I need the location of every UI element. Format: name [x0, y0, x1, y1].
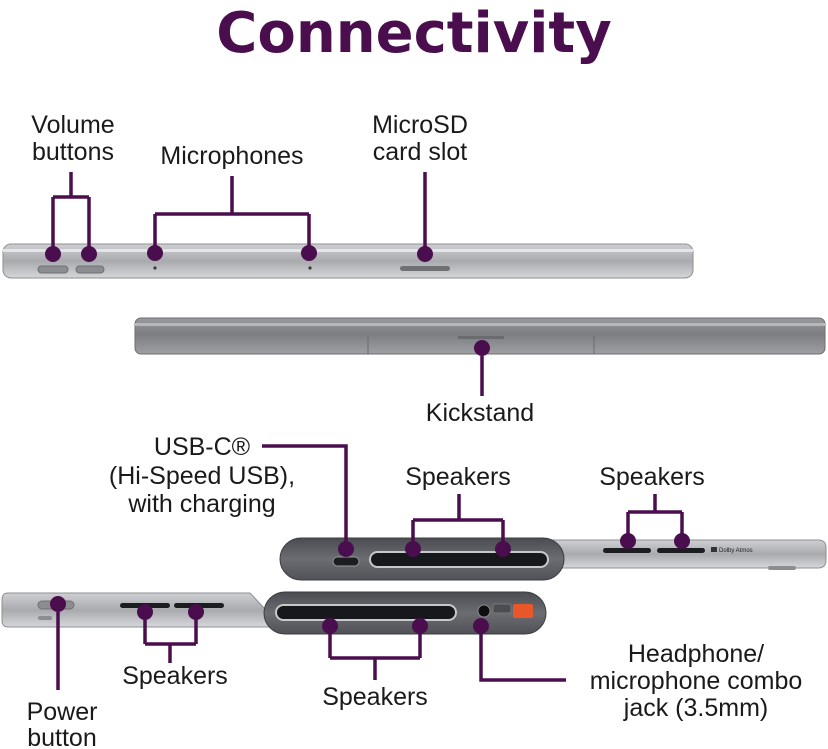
kickstand-label: Kickstand — [426, 399, 534, 427]
microphone-hole — [153, 266, 157, 270]
speaker-grille — [603, 548, 651, 553]
headphone-jack-shape — [477, 604, 491, 618]
volume-button-shape — [37, 265, 69, 274]
kickstand-callout: Kickstand — [426, 340, 534, 427]
microphone-hole — [308, 266, 312, 270]
speakers-lower-left-label: Speakers — [122, 662, 228, 690]
power-button-label-line1: Power — [27, 698, 98, 726]
speakers-upper-center-label: Speakers — [405, 463, 511, 491]
headphone-label-line2: microphone combo — [590, 667, 803, 695]
speakers-upper-right-label: Speakers — [599, 463, 705, 491]
microsd-slot-shape — [400, 266, 450, 271]
device-bottom-edge-lower — [1, 591, 547, 635]
speakers-lower-left-callout: Speakers — [122, 604, 228, 690]
usbc-label-line3: with charging — [127, 490, 275, 518]
power-button-label-line2: button — [27, 724, 97, 749]
usbc-callout: USB-C® (Hi-Speed USB), with charging — [109, 433, 354, 557]
device-bottom-edge-upper: Dolby Atmos — [279, 537, 827, 581]
speakers-upper-right-callout: Speakers — [599, 463, 705, 549]
kickstand-bar — [134, 317, 826, 355]
microphones-label: Microphones — [160, 142, 303, 170]
usbc-label-line2: (Hi-Speed USB), — [109, 462, 295, 490]
microsd-label-line2: card slot — [373, 138, 468, 166]
headphone-jack-callout: Headphone/ microphone combo jack (3.5mm) — [473, 618, 802, 722]
volume-button-shape — [75, 265, 105, 274]
volume-buttons-callout: Volume buttons — [31, 111, 115, 262]
speakers-lower-center-callout: Speakers — [322, 618, 428, 711]
page-title: Connectivity — [216, 1, 611, 66]
speaker-grille — [369, 551, 549, 568]
headphone-label-line1: Headphone/ — [628, 640, 764, 668]
volume-buttons-label-line1: Volume — [31, 111, 114, 139]
headphone-label-line3: jack (3.5mm) — [623, 694, 768, 722]
microsd-label-line1: MicroSD — [372, 111, 468, 139]
microphones-callout: Microphones — [147, 142, 317, 261]
microsd-callout: MicroSD card slot — [372, 111, 468, 262]
power-button-callout: Power button — [27, 596, 98, 749]
usbc-port-shape — [332, 556, 360, 567]
dolby-mark: Dolby Atmos — [719, 548, 753, 554]
speaker-grille — [657, 548, 705, 553]
volume-buttons-label-line2: buttons — [32, 138, 114, 166]
device-top-edge — [2, 243, 694, 279]
speakers-lower-center-label: Speakers — [322, 683, 428, 711]
usbc-label-line1: USB-C® — [154, 433, 251, 461]
speakers-upper-center-callout: Speakers — [405, 463, 511, 557]
speaker-grille — [275, 604, 457, 621]
